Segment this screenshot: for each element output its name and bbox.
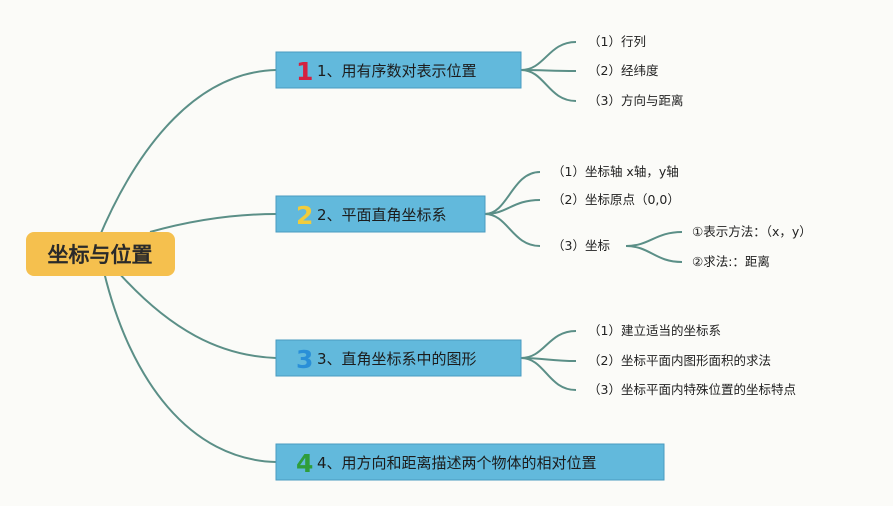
branch-2-child-2[interactable]: （2）坐标原点（0,0） bbox=[552, 192, 680, 207]
link-b2-c3 bbox=[484, 213, 541, 247]
link-b2c3-s1 bbox=[625, 231, 683, 247]
branch-1-child-1[interactable]: （1）行列 bbox=[588, 34, 646, 49]
branch-3-box bbox=[275, 339, 522, 377]
branch-2-box bbox=[275, 195, 486, 233]
center-node-label: 坐标与位置 bbox=[48, 243, 153, 267]
branch-1-number: 1 bbox=[296, 57, 313, 86]
branch-4-label: 4、用方向和距离描述两个物体的相对位置 bbox=[317, 454, 597, 472]
branch-4-box bbox=[275, 443, 665, 481]
branch-2-child-3-sub-1[interactable]: ①表示方法：（x，y） bbox=[692, 224, 812, 239]
branch-node-2[interactable]: 2 2、平面直角坐标系 bbox=[275, 195, 486, 233]
connector-lines bbox=[97, 41, 683, 463]
branch-3-child-2[interactable]: （2）坐标平面内图形面积的求法 bbox=[588, 353, 771, 368]
link-b1-c1 bbox=[520, 41, 577, 71]
branch-3-child-3[interactable]: （3）坐标平面内特殊位置的坐标特点 bbox=[588, 382, 796, 397]
link-center-branch-4 bbox=[103, 271, 277, 463]
branch-3-number: 3 bbox=[296, 345, 313, 374]
center-node[interactable]: 坐标与位置 bbox=[26, 232, 175, 276]
link-center-branch-2 bbox=[149, 213, 277, 233]
link-b3-c1 bbox=[520, 330, 577, 359]
branch-2-child-1[interactable]: （1）坐标轴 x轴，y轴 bbox=[552, 164, 679, 179]
link-b2-c2 bbox=[484, 199, 541, 215]
branch-node-1[interactable]: 1 1、用有序数对表示位置 bbox=[275, 51, 522, 89]
branch-1-child-3[interactable]: （3）方向与距离 bbox=[588, 93, 683, 108]
branch-1-child-2[interactable]: （2）经纬度 bbox=[588, 63, 659, 78]
branch-1-box bbox=[275, 51, 522, 89]
link-b2c3-s2 bbox=[625, 245, 683, 263]
branch-2-child-3-sub-2[interactable]: ②求法:：距离 bbox=[692, 254, 770, 269]
branch-2-number: 2 bbox=[296, 201, 313, 230]
link-b3-c3 bbox=[520, 357, 577, 391]
link-center-branch-1 bbox=[97, 69, 277, 241]
branch-1-label: 1、用有序数对表示位置 bbox=[317, 62, 477, 80]
branch-node-3[interactable]: 3 3、直角坐标系中的图形 bbox=[275, 339, 522, 377]
branch-2-child-3[interactable]: （3）坐标 bbox=[552, 238, 610, 253]
branch-3-label: 3、直角坐标系中的图形 bbox=[317, 350, 477, 368]
branch-4-number: 4 bbox=[296, 449, 313, 478]
branch-node-4[interactable]: 4 4、用方向和距离描述两个物体的相对位置 bbox=[275, 443, 665, 481]
center-node-box bbox=[26, 232, 175, 276]
branch-3-child-1[interactable]: （1）建立适当的坐标系 bbox=[588, 323, 721, 338]
branch-2-label: 2、平面直角坐标系 bbox=[317, 206, 447, 224]
link-b1-c3 bbox=[520, 69, 577, 102]
link-b2-c1 bbox=[484, 171, 541, 215]
link-center-branch-3 bbox=[117, 271, 277, 359]
